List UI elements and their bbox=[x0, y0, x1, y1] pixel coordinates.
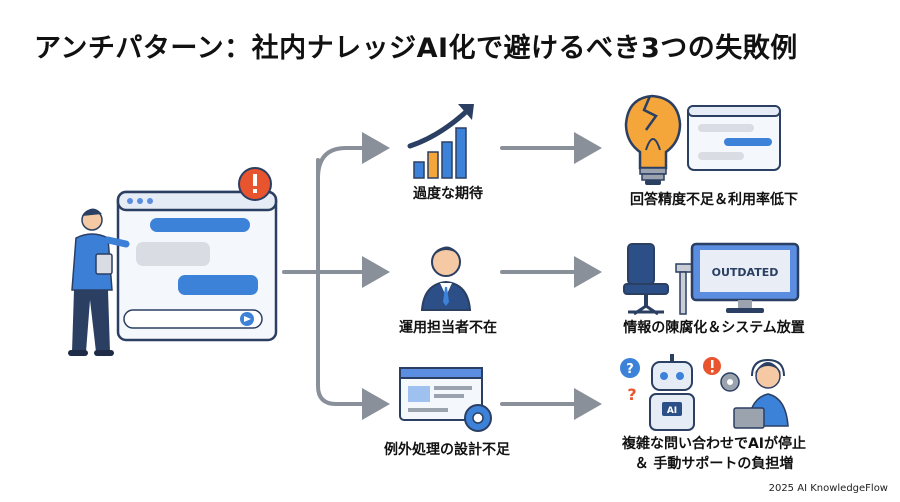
outdated-monitor: OUTDATED bbox=[690, 242, 800, 313]
result-label-accuracy: 回答精度不足＆利用率低下 bbox=[630, 192, 798, 208]
page-title: アンチパターン：社内ナレッジAI化で避けるべき3つの失敗例 bbox=[34, 33, 798, 64]
result-label-obsolete: 情報の陳腐化＆システム放置 bbox=[623, 320, 805, 336]
svg-text:?: ? bbox=[626, 362, 634, 377]
cause-label-expectation: 過度な期待 bbox=[413, 186, 483, 202]
result-label-escalation-line1: 複雑な問い合わせでAIが停止 bbox=[621, 436, 807, 452]
person-figure bbox=[68, 208, 130, 356]
warning-badge-icon bbox=[703, 357, 740, 392]
chat-bubble-sent bbox=[178, 275, 258, 295]
question-mark-icon: ? ? bbox=[620, 358, 640, 404]
growth-chart-icon bbox=[407, 104, 474, 179]
robot-icon: AI bbox=[649, 354, 695, 431]
manager-icon bbox=[420, 246, 472, 311]
cause-label-no-owner: 運用担当者不在 bbox=[399, 320, 497, 336]
svg-text:?: ? bbox=[627, 385, 636, 404]
tablet-icon bbox=[95, 253, 113, 275]
empty-chair-icon bbox=[623, 243, 669, 316]
result-arrows bbox=[500, 132, 602, 420]
branch-connector bbox=[282, 132, 390, 420]
cause-label-exception-design: 例外処理の設計不足 bbox=[384, 442, 510, 458]
result-label-escalation: 複雑な問い合わせでAIが停止 ＆ 手動サポートの負担増 bbox=[596, 434, 832, 474]
laptop-icon bbox=[733, 407, 765, 429]
chat-bubble-received bbox=[136, 242, 210, 266]
support-operator-icon bbox=[733, 358, 789, 429]
result-label-escalation-line2: ＆ 手動サポートの負担増 bbox=[634, 456, 794, 472]
alert-icon bbox=[238, 167, 272, 201]
footer-credit: 2025 AI KnowledgeFlow bbox=[768, 483, 888, 494]
chat-bubble-sent bbox=[150, 218, 250, 232]
chat-window-small bbox=[687, 105, 781, 171]
robot-badge: AI bbox=[667, 406, 677, 416]
chat-input bbox=[123, 309, 263, 329]
chat-window bbox=[116, 190, 278, 342]
broken-lightbulb-icon bbox=[624, 94, 682, 185]
monitor-text: OUTDATED bbox=[712, 266, 779, 279]
settings-window-icon bbox=[399, 367, 492, 432]
